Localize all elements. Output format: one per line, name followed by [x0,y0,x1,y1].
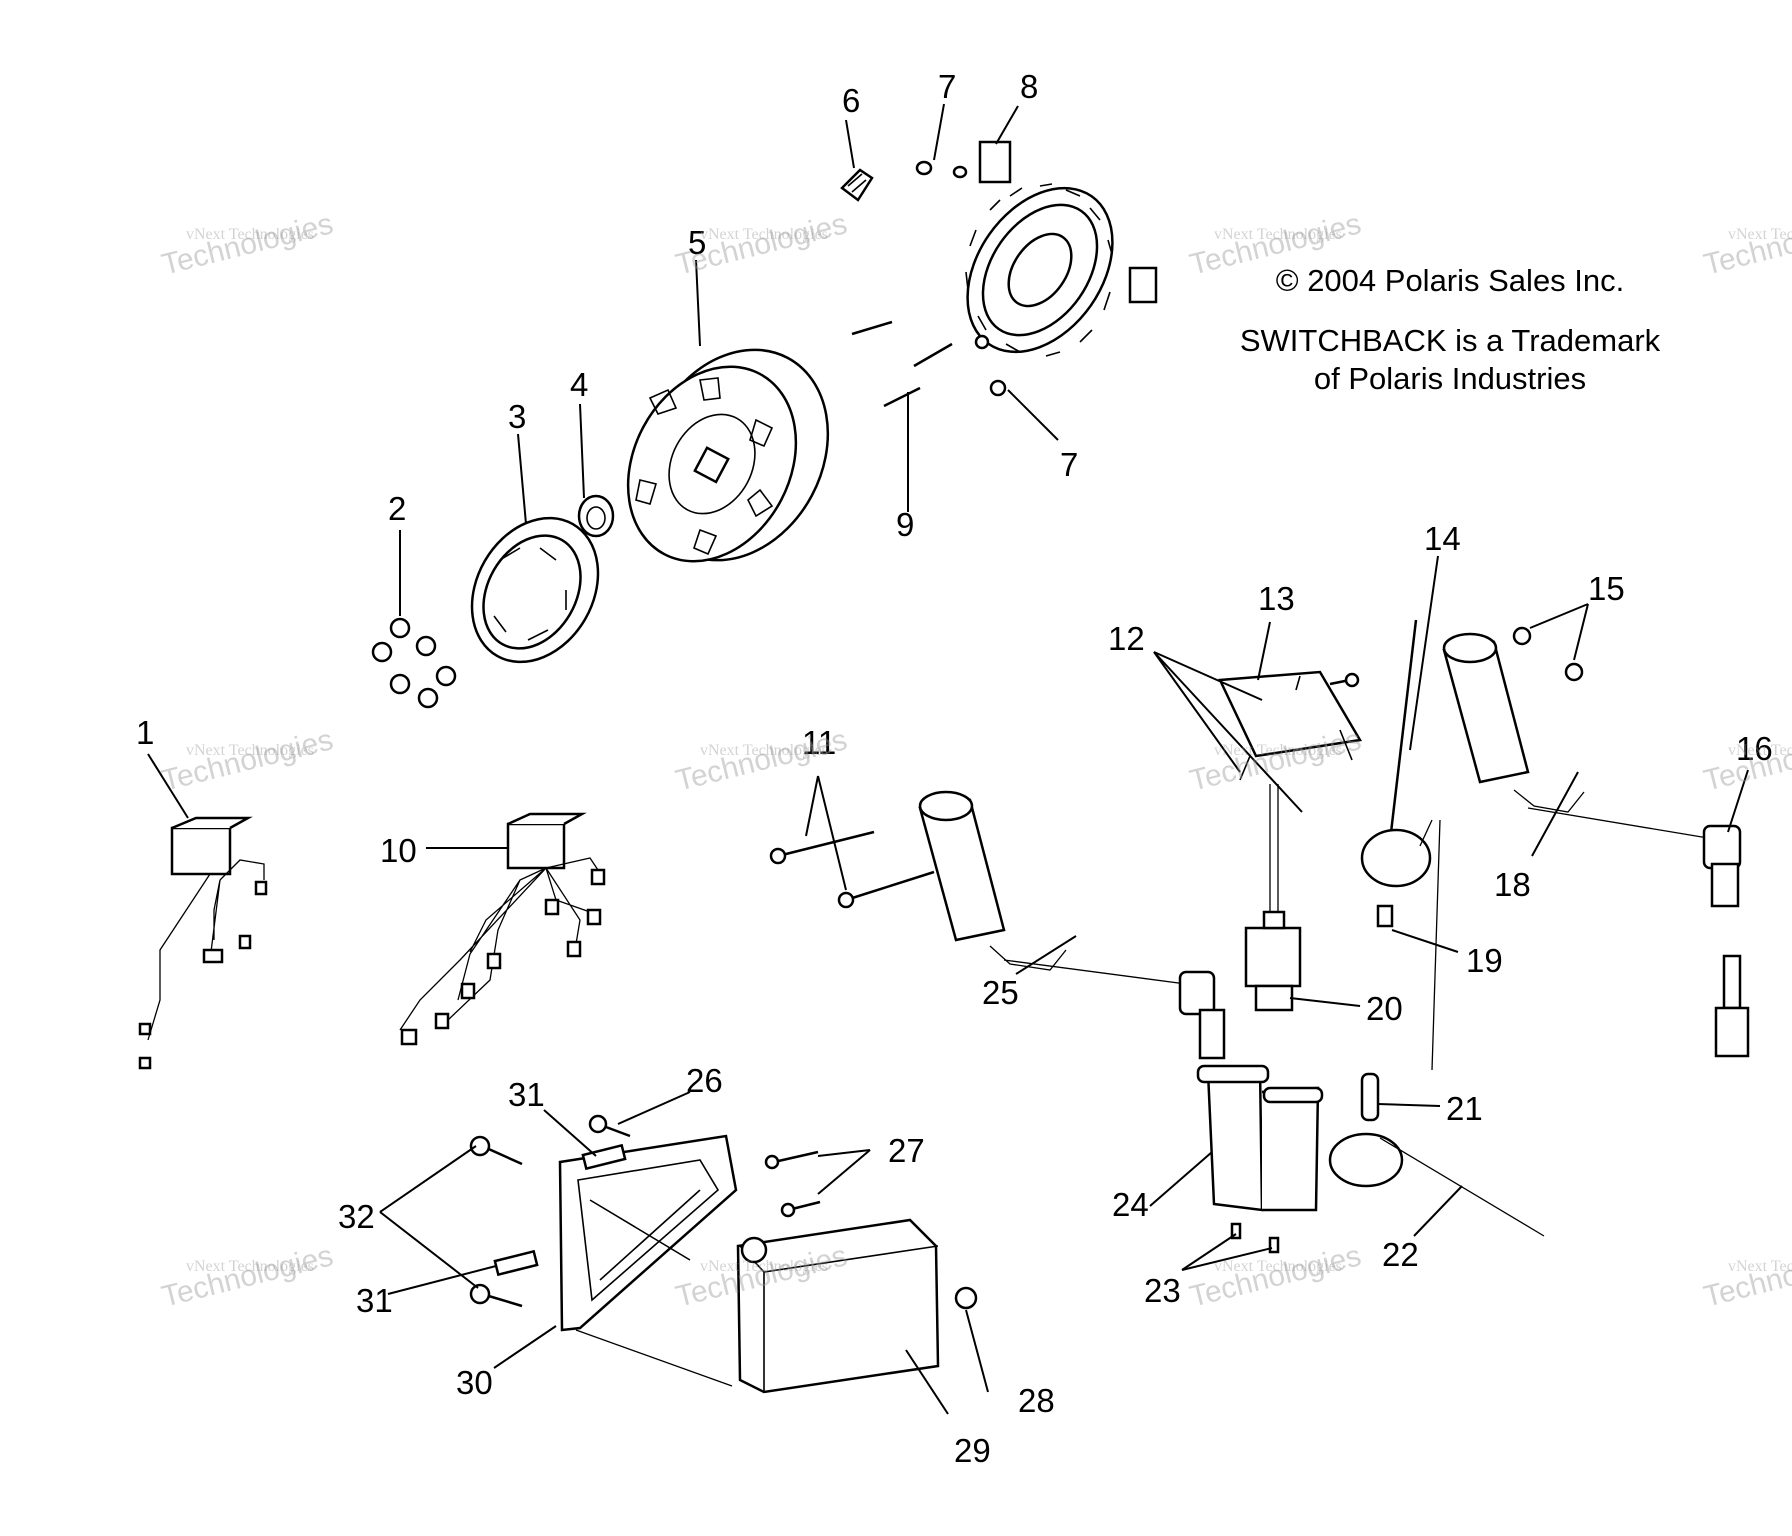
callout-8: 8 [1020,68,1038,105]
callout-1: 1 [136,714,154,751]
callout-20: 20 [1366,990,1403,1027]
copyright-notice: © 2004 Polaris Sales Inc. [1150,262,1750,300]
callout-10: 10 [380,832,417,869]
callout-31-top: 31 [508,1076,545,1113]
callout-28: 28 [1018,1382,1055,1419]
callout-14: 14 [1424,520,1461,557]
callout-2: 2 [388,490,406,527]
bolts-part-9 [851,320,1007,408]
callout-9: 9 [896,506,914,543]
rivets-part-23 [1230,1222,1280,1254]
fitting-part-19 [1376,904,1394,928]
relay-part-1 [138,816,268,1070]
trademark-notice: SWITCHBACK is a Trademark of Polaris Ind… [1150,322,1750,398]
leader-lines [147,103,1749,1415]
nuts-part-15 [1512,626,1584,682]
callout-26: 26 [686,1062,723,1099]
callout-16: 16 [1736,730,1773,767]
callout-7-top: 7 [938,68,956,105]
callout-29: 29 [954,1432,991,1469]
cable-part-22 [1328,1132,1545,1237]
callout-4: 4 [570,366,588,403]
fitting-part-21 [1360,1072,1380,1122]
callout-23: 23 [1144,1272,1181,1309]
screw-part-7-top [915,160,968,179]
starter-cup-part-3 [470,516,600,664]
trademark-line-1: SWITCHBACK is a Trademark [1239,323,1661,358]
callout-27: 27 [888,1132,925,1169]
callout-31-bottom: 31 [356,1282,393,1319]
bracket-part-13 [1218,670,1363,781]
callout-19: 19 [1466,942,1503,979]
callout-6: 6 [842,82,860,119]
stator-part-8 [965,140,1158,357]
sensor-part-20 [1244,784,1302,1012]
callout-24: 24 [1112,1186,1149,1223]
callout-3: 3 [508,398,526,435]
copyright-text: © 2004 Polaris Sales Inc. [1275,263,1625,298]
callout-7-right: 7 [1060,446,1078,483]
callout-21: 21 [1446,1090,1483,1127]
bracket-part-30 [558,1134,738,1387]
callout-5: 5 [688,224,706,261]
bracket-part-24 [1196,1064,1324,1212]
callout-12: 12 [1108,620,1145,657]
clip-part-6 [840,168,874,202]
spark-plug-part-16 [1714,954,1750,1058]
ignition-coil-part-25 [918,790,1226,1060]
bolts-part-11 [769,830,935,909]
harness-part-10 [399,812,606,1046]
callout-32: 32 [338,1198,375,1235]
callout-22: 22 [1382,1236,1419,1273]
ecu-part-29 [736,1218,940,1394]
nut-part-28 [954,1286,978,1310]
callout-25: 25 [982,974,1019,1011]
callout-30: 30 [456,1364,493,1401]
callout-13: 13 [1258,580,1295,617]
ignition-coil-part-18 [1442,632,1742,908]
hardware-parts-26-27-31-32 [469,1114,821,1308]
callout-15: 15 [1588,570,1625,607]
callout-18: 18 [1494,866,1531,903]
flywheel-part-5 [626,348,830,563]
nut-part-4 [577,494,615,538]
callout-numbers: 1 2 3 4 5 6 7 7 8 9 10 11 12 13 14 15 16… [136,68,1773,1469]
callout-11: 11 [802,724,836,761]
bolts-part-2 [371,617,457,709]
trademark-line-2: of Polaris Industries [1313,361,1587,396]
